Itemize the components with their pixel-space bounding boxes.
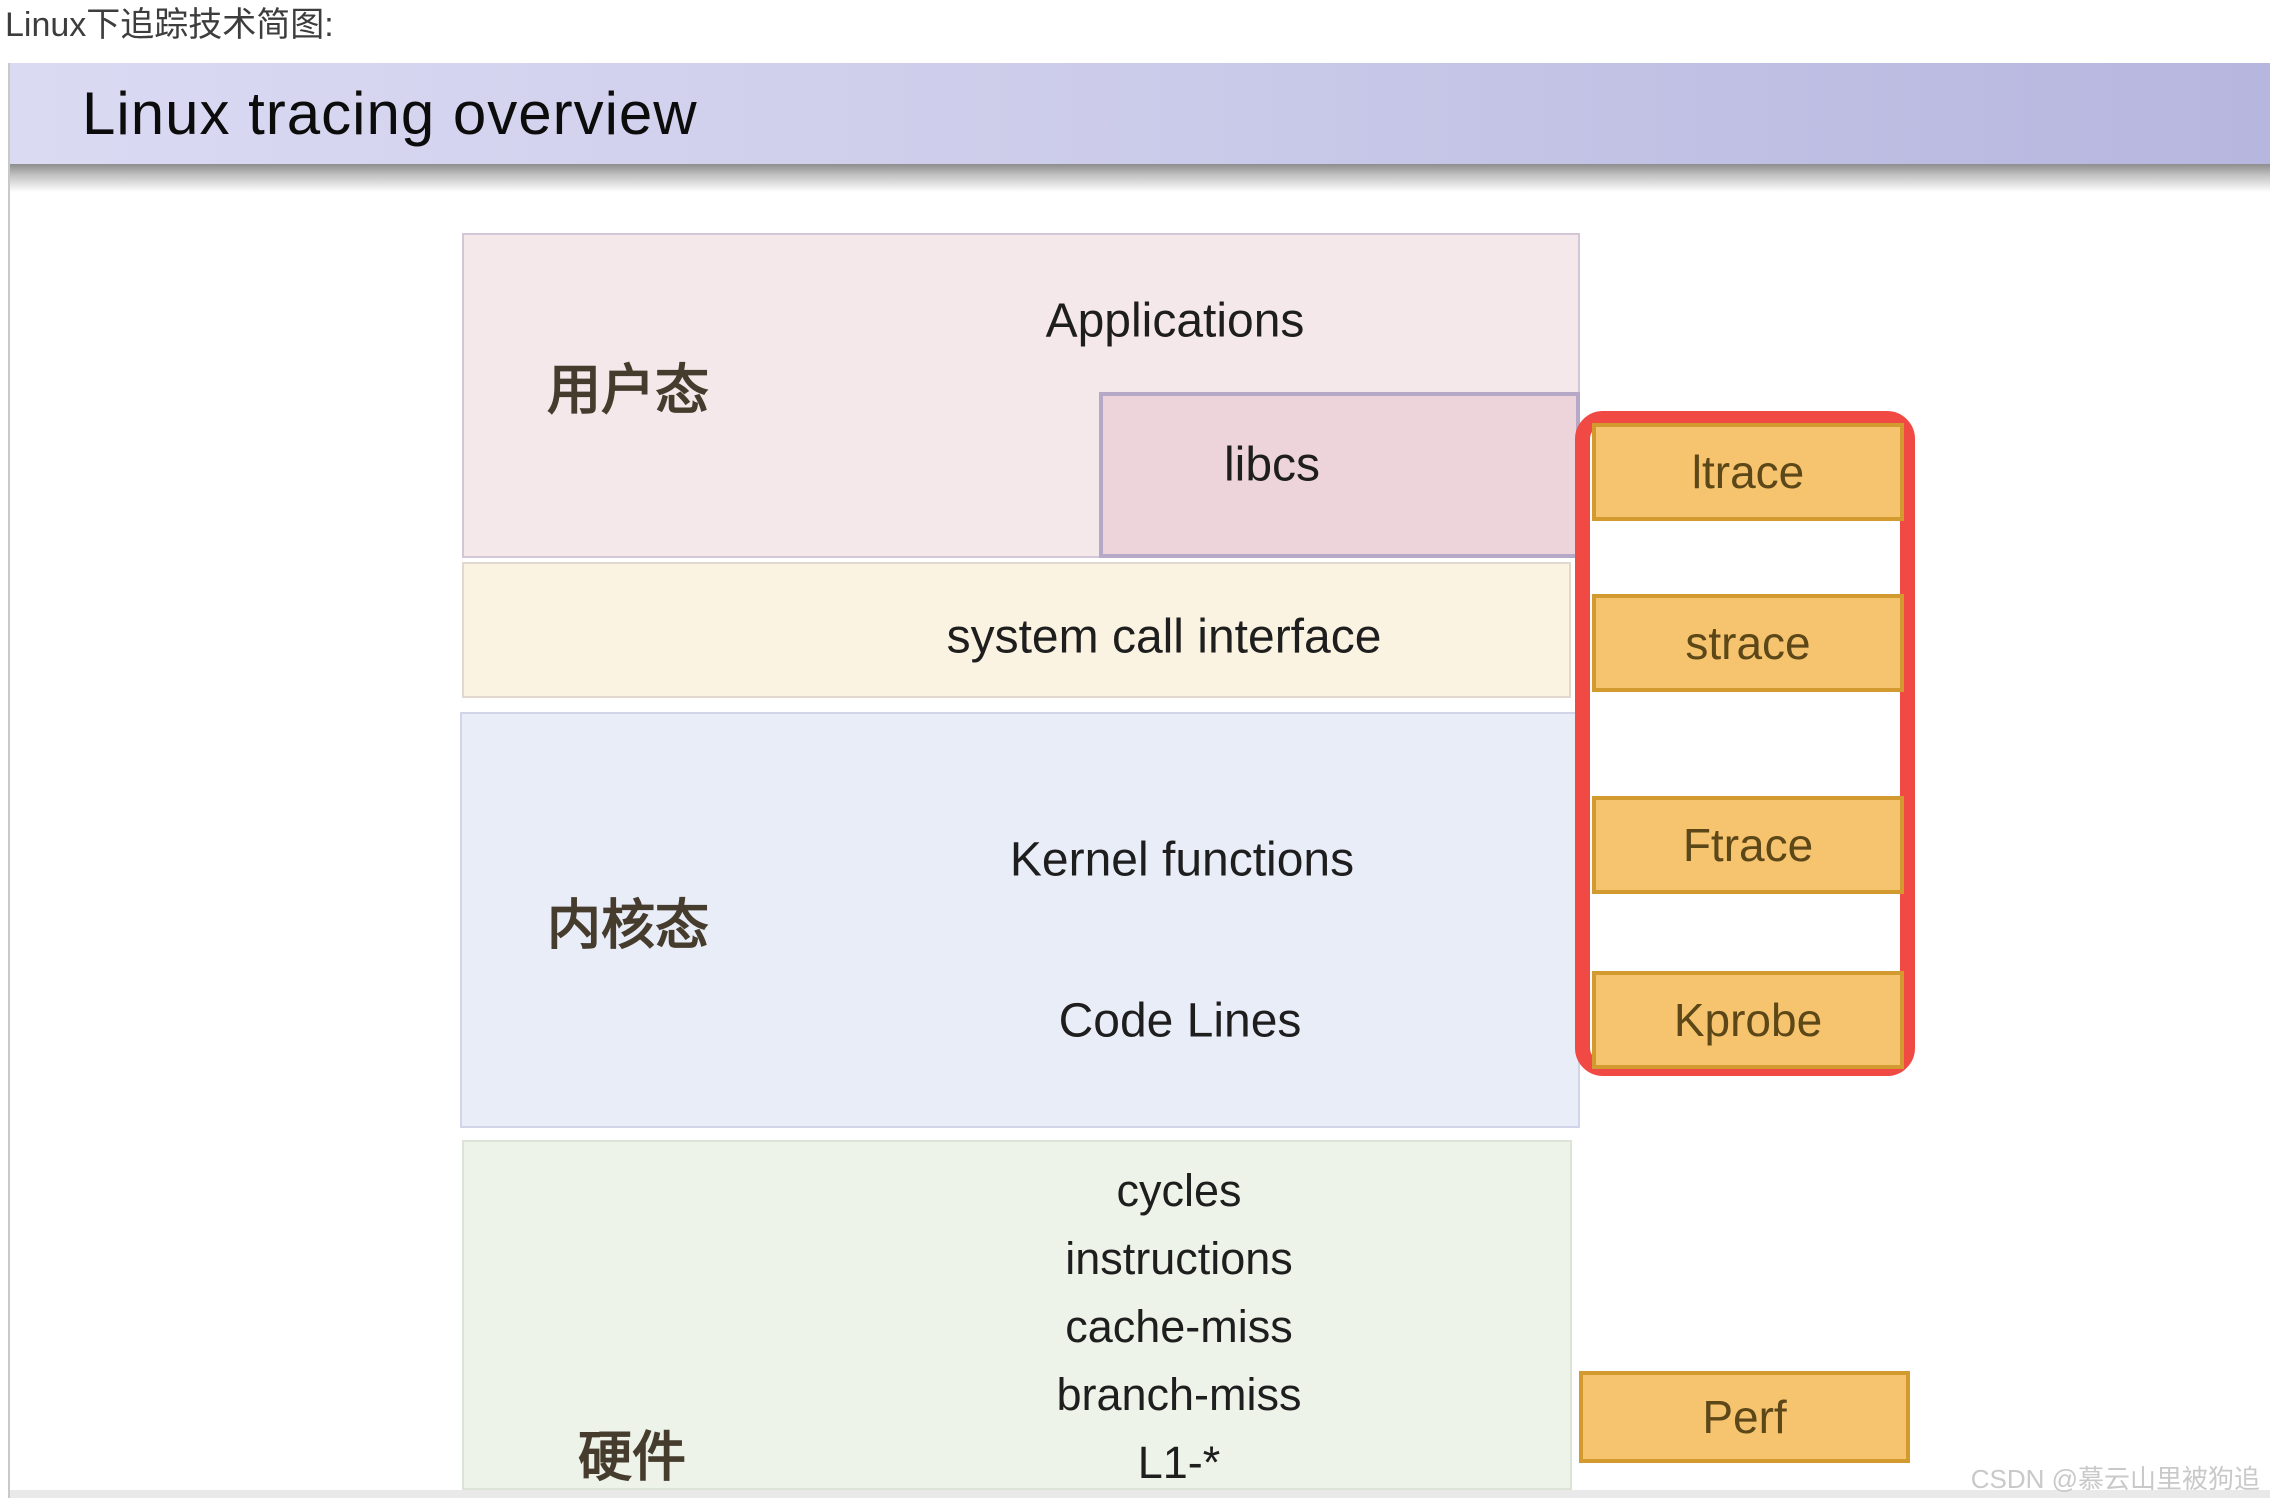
- ftrace-tool-box: Ftrace: [1592, 796, 1904, 894]
- slide-header-shadow: [10, 164, 2270, 192]
- slide-header-bar: Linux tracing overview: [10, 63, 2270, 164]
- csdn-watermark: CSDN @慕云山里被狗追: [1970, 1464, 2260, 1494]
- libcs-box: [1099, 392, 1580, 558]
- code-lines-label: Code Lines: [1058, 994, 1302, 1048]
- hardware-layer-box: [462, 1140, 1572, 1490]
- ltrace-label: ltrace: [1691, 446, 1805, 498]
- user-mode-zone-label: 用户态: [547, 360, 709, 421]
- perf-label: Perf: [1702, 1391, 1787, 1443]
- kernel-mode-layer-box: [460, 712, 1580, 1128]
- ltrace-tool-box: ltrace: [1592, 423, 1904, 521]
- hardware-counters-list: cycles instructions cache-miss branch-mi…: [1056, 1157, 1301, 1497]
- counter-branch-miss: branch-miss: [1056, 1369, 1302, 1420]
- counter-l1: L1-*: [1137, 1437, 1221, 1488]
- hardware-zone-label: 硬件: [578, 1427, 686, 1488]
- applications-label: Applications: [1045, 294, 1305, 348]
- syscall-layer-box: [462, 562, 1571, 698]
- counter-instructions: instructions: [1065, 1233, 1293, 1284]
- slide-title: Linux tracing overview: [82, 80, 698, 147]
- counter-cache-miss: cache-miss: [1065, 1301, 1293, 1352]
- counter-cycles: cycles: [1116, 1165, 1242, 1216]
- page-title: Linux下追踪技术简图:: [5, 6, 334, 44]
- syscall-interface-label: system call interface: [946, 610, 1382, 664]
- strace-tool-box: strace: [1592, 594, 1904, 692]
- kernel-functions-label: Kernel functions: [1009, 833, 1355, 887]
- kprobe-label: Kprobe: [1673, 994, 1823, 1046]
- ftrace-label: Ftrace: [1682, 819, 1814, 871]
- perf-tool-box: Perf: [1579, 1371, 1910, 1463]
- strace-label: strace: [1685, 617, 1811, 669]
- libcs-label: libcs: [1223, 438, 1321, 492]
- slide-image: Linux tracing overview 用户态 Applications …: [8, 63, 2270, 1498]
- kernel-mode-zone-label: 内核态: [547, 895, 709, 956]
- kprobe-tool-box: Kprobe: [1592, 971, 1904, 1069]
- slide-bottom-edge: [10, 1490, 2270, 1498]
